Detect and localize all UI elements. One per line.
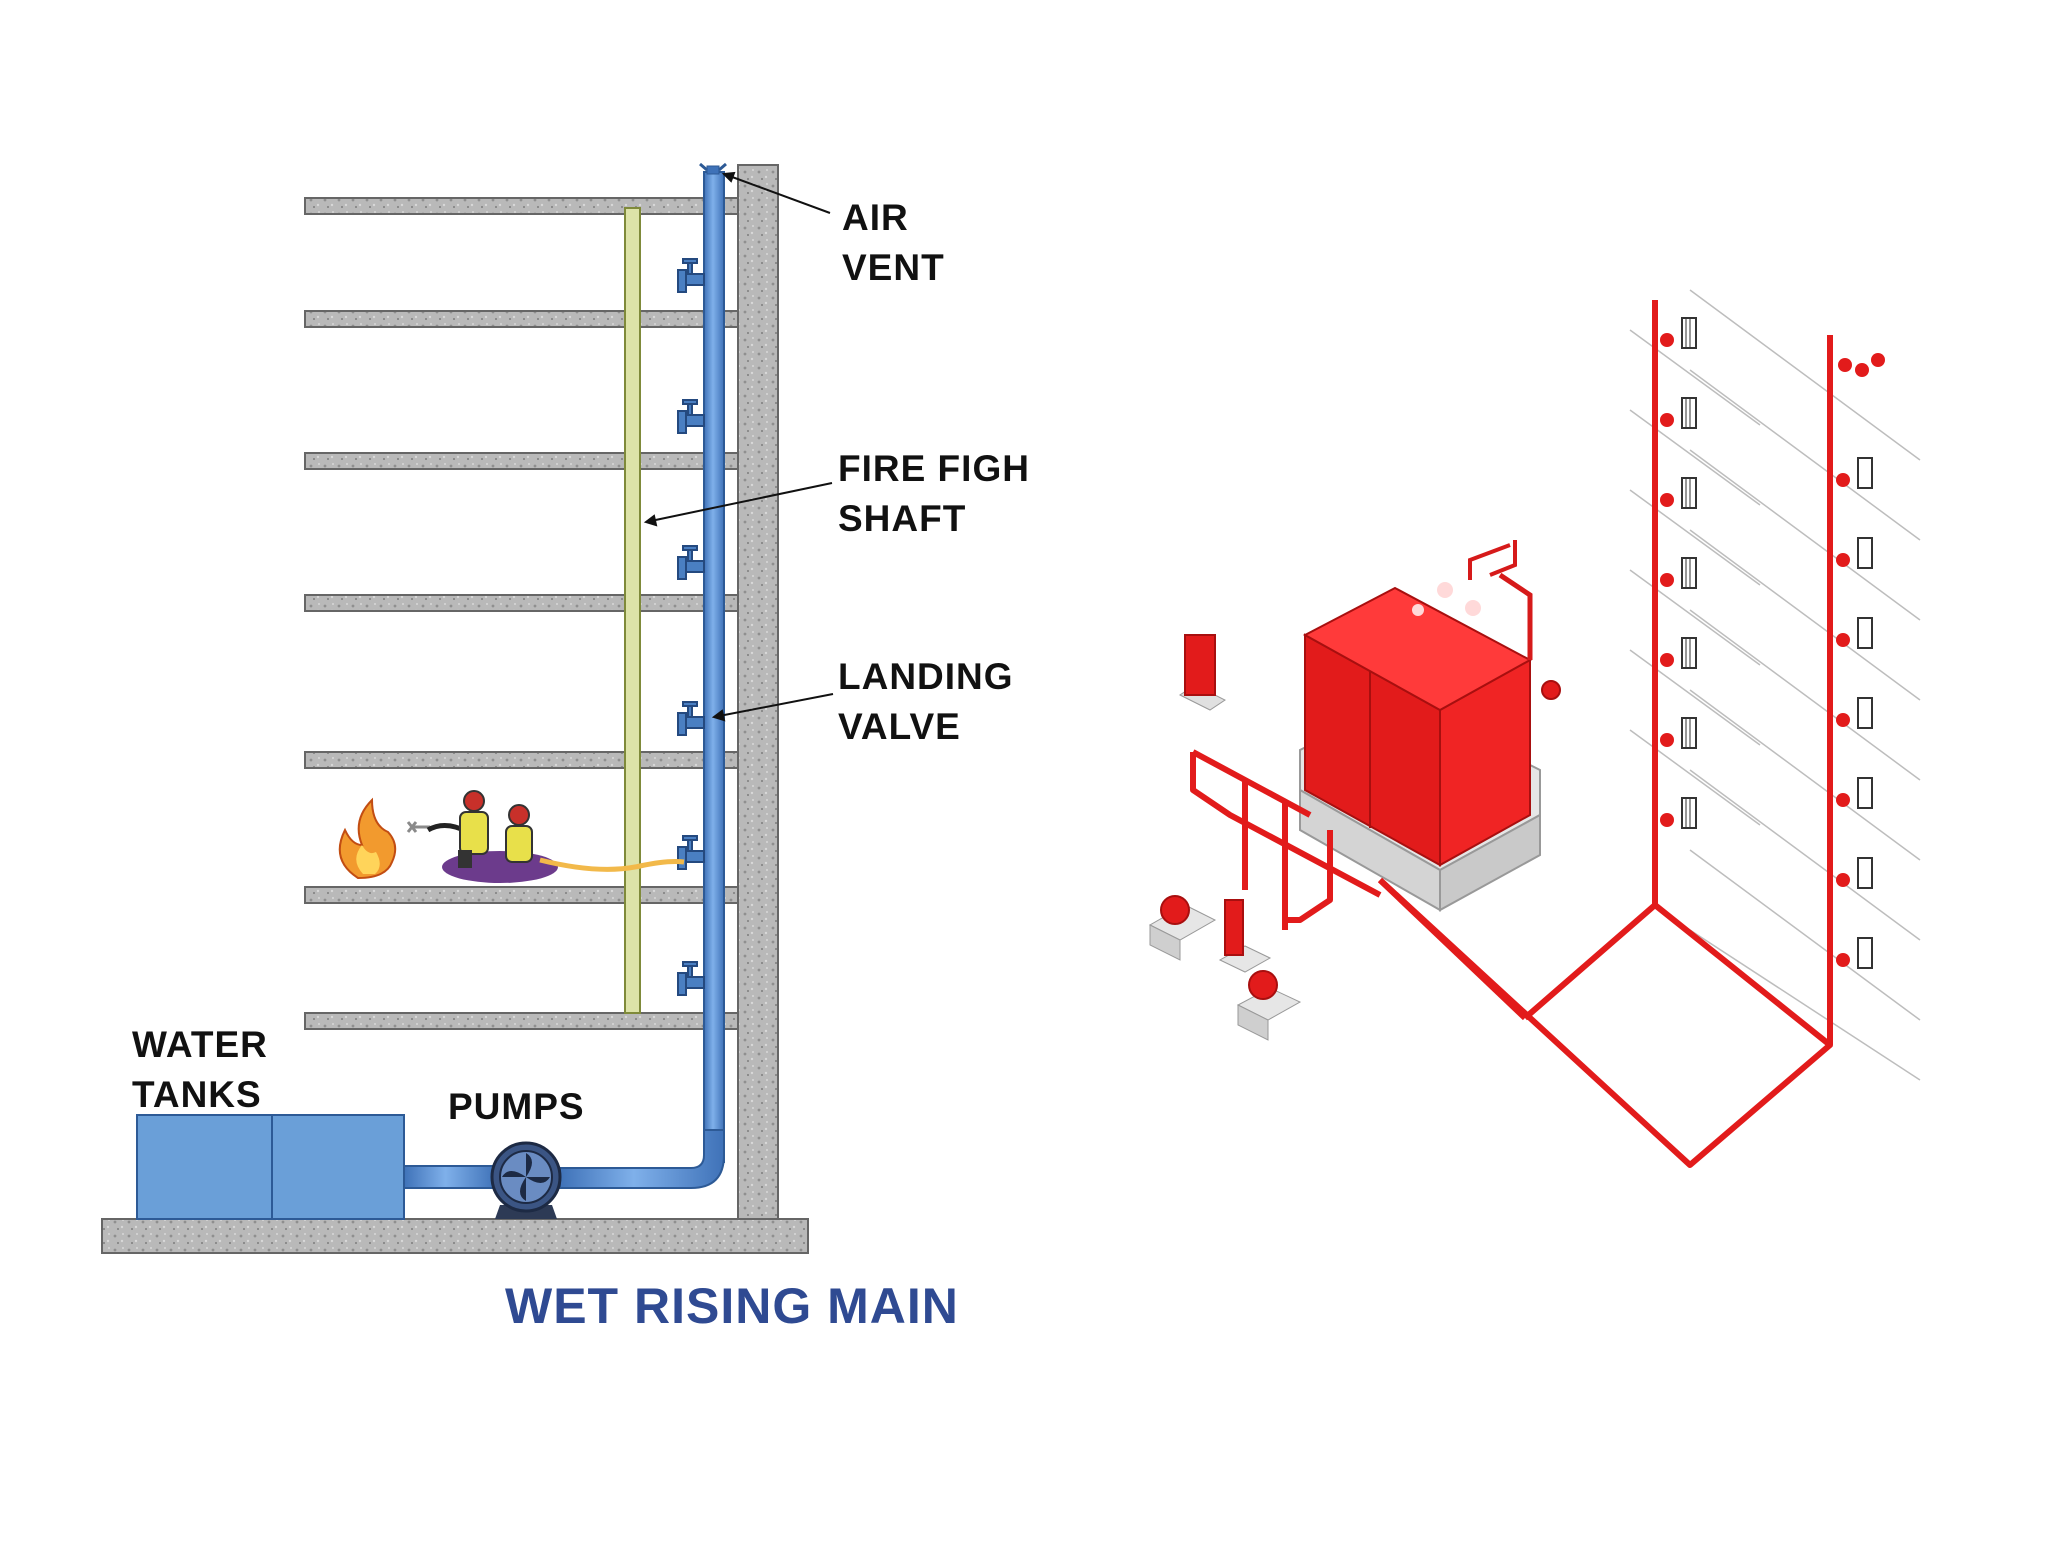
fire-hose (539, 857, 685, 872)
fire-hose-reel-icon (1838, 353, 1885, 377)
fire-hose-reel-icon (1836, 697, 1873, 729)
pumps-label-line: PUMPS (448, 1086, 585, 1127)
pumps-label: PUMPS (448, 1082, 585, 1132)
floor-slabs (304, 197, 739, 1030)
landing-valves (677, 258, 705, 996)
fire-hose-reel-icon (1836, 617, 1873, 649)
landing-valve-label-line: LANDING (838, 656, 1014, 697)
isometric-fire-system (1148, 289, 1921, 1168)
water-tanks-label-line: WATER (132, 1024, 268, 1065)
water-tank (271, 1114, 405, 1220)
pump-fan-icon (490, 1141, 562, 1219)
water-tanks-label-line: TANKS (132, 1074, 262, 1115)
fire-hose-reel-icon (1660, 477, 1697, 509)
fire-hose-reel-icon (1660, 797, 1697, 829)
air-vent-icon (699, 162, 727, 175)
landing-valve-icon (677, 399, 705, 434)
left-riser-hose-reels (1660, 317, 1697, 829)
fire-shaft (624, 207, 641, 1014)
building-wall (737, 164, 779, 1220)
rising-main-pipe (703, 171, 725, 1163)
fire-hose-reel-icon (1660, 557, 1697, 589)
red-pumps (1148, 895, 1302, 1041)
fire-hose-reel-icon (1836, 937, 1873, 969)
leader-lines (643, 171, 834, 722)
fire-shaft-label-line: FIRE FIGH (838, 448, 1030, 489)
landing-valve-icon (677, 258, 705, 293)
fire-hose-reel-icon (1836, 537, 1873, 569)
red-pipe-network (1190, 300, 1833, 1168)
fire-hose-reel-icon (1836, 857, 1873, 889)
fire-hose-reel-icon (1660, 317, 1697, 349)
water-tank (136, 1114, 273, 1220)
fire-icon (338, 797, 397, 880)
floor-slab (304, 594, 739, 612)
water-tanks (136, 1114, 405, 1220)
landing-valve-icon (677, 545, 705, 580)
landing-valve-label: LANDING VALVE (838, 652, 1014, 752)
diagram-title: WET RISING MAIN (505, 1278, 959, 1334)
water-tanks-label: WATER TANKS (132, 1020, 268, 1120)
air-vent-label-line: VENT (842, 247, 945, 288)
floor-slab (304, 197, 739, 215)
floor-guide-lines (1629, 289, 1921, 1081)
landing-valve-label-line: VALVE (838, 706, 961, 747)
floor-slab (304, 452, 739, 470)
landing-valve-icon (677, 701, 705, 736)
fire-hose-reel-icon (1836, 777, 1873, 809)
floor-slab (304, 751, 739, 769)
fire-hose-reel-icon (1836, 457, 1873, 489)
air-vent-label-line: AIR (842, 197, 909, 238)
fire-hose-reel-icon (1660, 397, 1697, 429)
wet-rising-main-diagram (101, 162, 834, 1254)
floor-slab (304, 310, 739, 328)
right-riser-hose-reels (1836, 353, 1885, 969)
firefighter-icon (406, 790, 685, 883)
landing-valve-icon (677, 961, 705, 996)
suction-pipe (403, 1165, 497, 1189)
fire-shaft-label: FIRE FIGH SHAFT (838, 444, 1030, 544)
fire-hose-reel-icon (1660, 717, 1697, 749)
fire-hose-cabinet-icon (1179, 634, 1226, 711)
ground-slab (101, 1218, 809, 1254)
floor-slab (304, 886, 739, 904)
floor-slab (304, 1012, 739, 1030)
landing-valve-icon (677, 835, 705, 870)
fire-hose-reel-icon (1660, 637, 1697, 669)
red-water-tank (1302, 540, 1561, 867)
rising-main-elbow (559, 1129, 725, 1189)
air-vent-label: AIR VENT (842, 193, 945, 293)
fire-shaft-label-line: SHAFT (838, 498, 967, 539)
